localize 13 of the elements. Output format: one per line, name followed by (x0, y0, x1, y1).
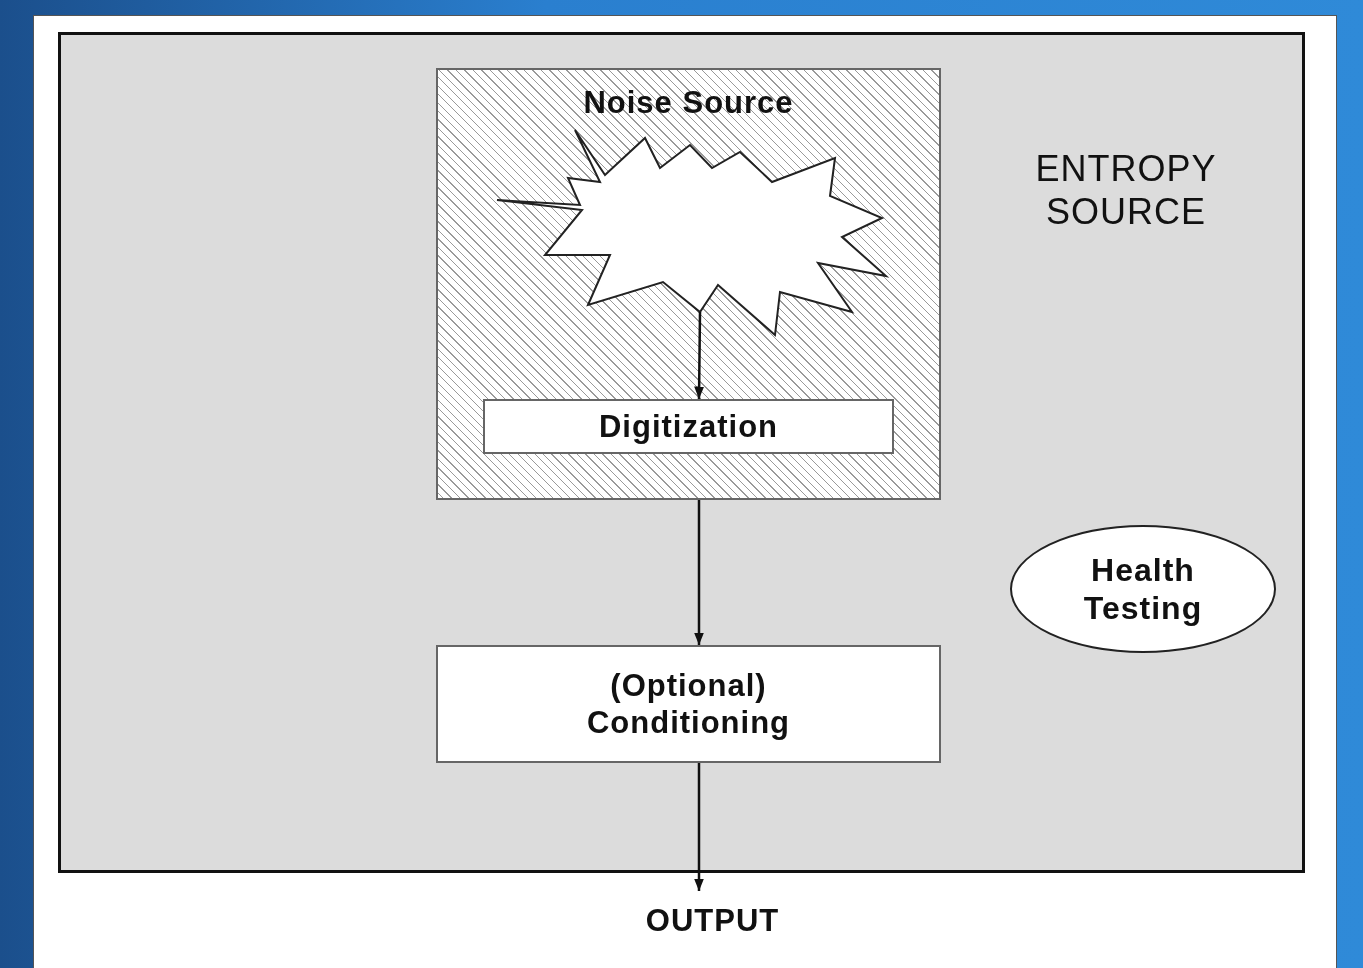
box-heading: ENTROPY SOURCE (1034, 147, 1218, 234)
box-label: Digitization (598, 407, 778, 446)
noise-source-box (436, 68, 941, 500)
entropy-source-box (58, 32, 1305, 873)
ellipse-label: Health Testing (1082, 550, 1204, 628)
process-box (436, 645, 941, 763)
starburst-shape (495, 128, 887, 336)
process-box (483, 399, 894, 454)
output-label: OUTPUT (645, 902, 780, 940)
arrow (694, 500, 704, 645)
box-heading: Noise Source (583, 84, 794, 122)
box-label: (Optional) Conditioning (585, 666, 792, 742)
arrow (694, 763, 704, 891)
